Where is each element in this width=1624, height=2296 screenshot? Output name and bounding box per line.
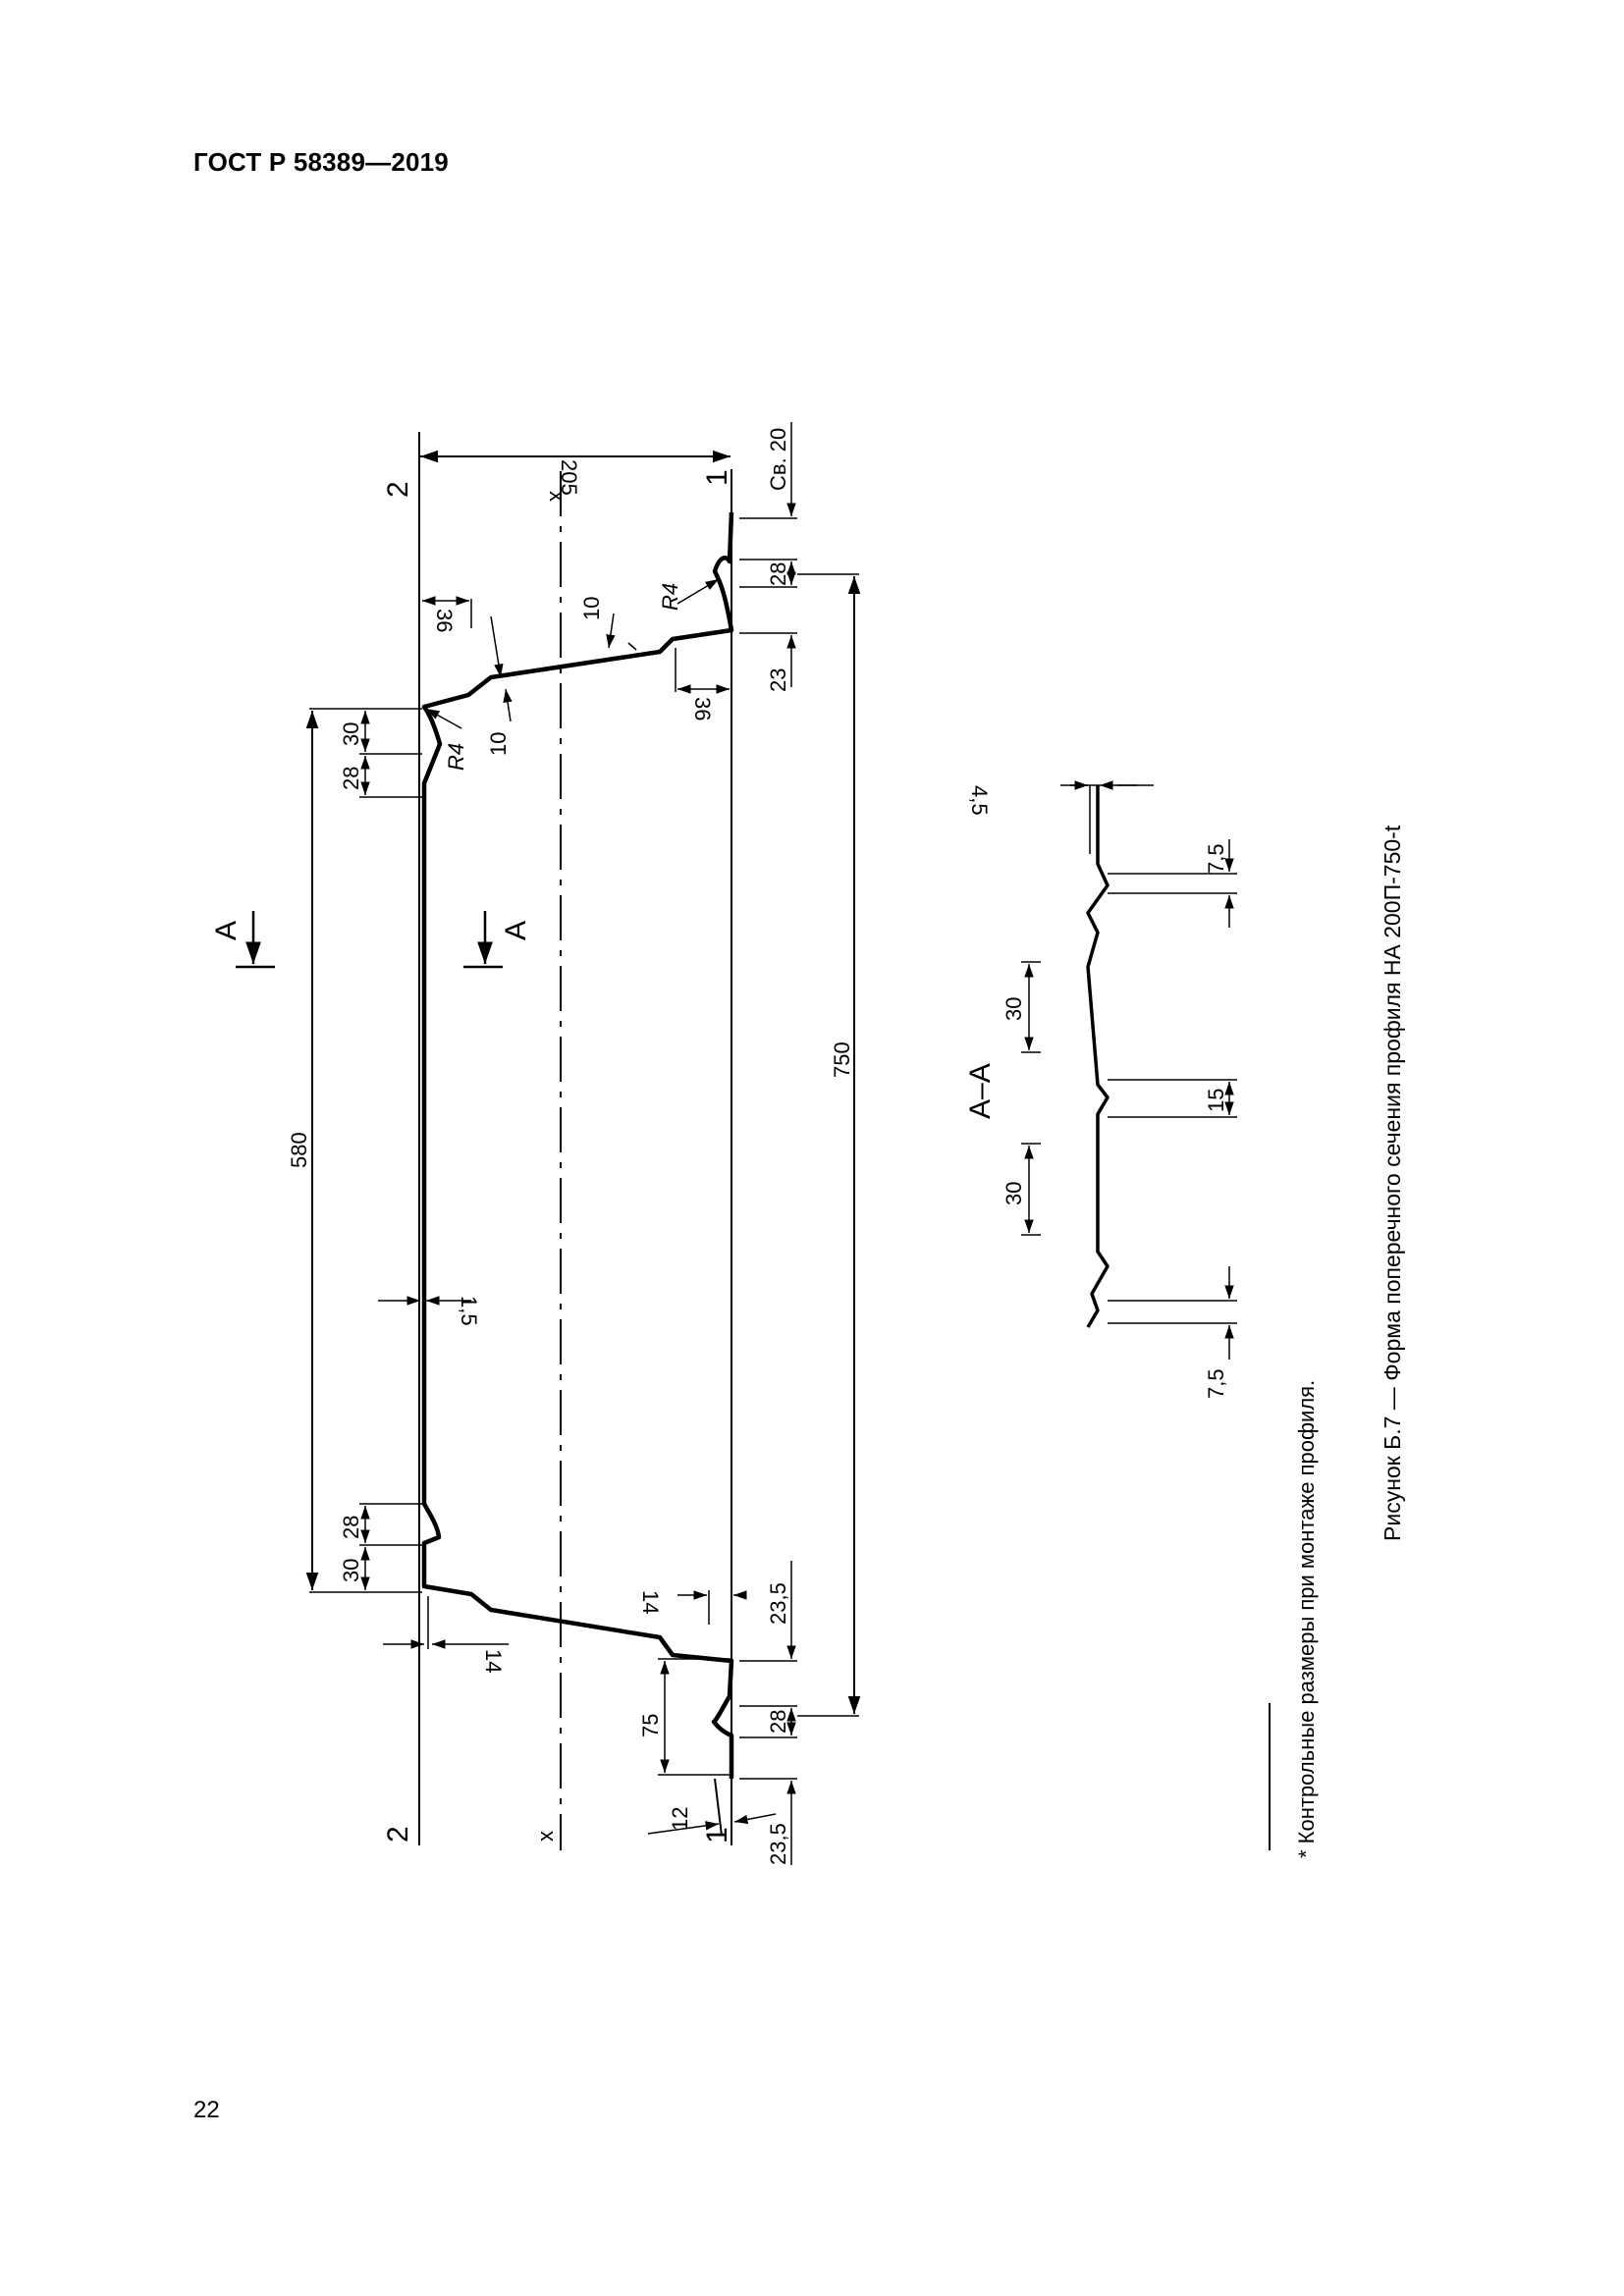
dim-1-5-text: 1,5	[457, 1296, 481, 1326]
dim-r4-top-text: R4	[658, 583, 682, 611]
section-title: А–А	[964, 1063, 997, 1119]
axis-label-top: x	[545, 491, 569, 502]
dim-75-text: 75	[638, 1714, 663, 1737]
dim-30-bottom-left-text: 30	[339, 1559, 363, 1582]
dim-36-top-left-text: 36	[432, 609, 457, 632]
dim-23-5-top-text: 23,5	[766, 1582, 790, 1625]
section-dim-4-5-text: 4,5	[967, 785, 992, 816]
dim-205-text: 205	[557, 459, 581, 496]
line-2-label-top: 2	[382, 481, 414, 498]
dim-28-top-right-text: 28	[766, 562, 790, 586]
dim-580-text: 580	[287, 1132, 311, 1168]
page-number: 22	[193, 2097, 220, 2123]
line-2-label-bottom: 2	[382, 1826, 414, 1842]
dim-30-top-left-text: 30	[339, 722, 363, 746]
section-dim-30-top-text: 30	[1001, 997, 1026, 1021]
line-1-label-top: 1	[701, 469, 733, 486]
section-aa-outline	[1086, 785, 1110, 1328]
line-1-label-bottom: 1	[701, 1827, 733, 1843]
profile-outline	[421, 511, 734, 1779]
document-header: ГОСТ Р 58389—2019	[193, 147, 449, 177]
dim-28-top-left-text: 28	[339, 767, 363, 790]
dim-r4-left-text: R4	[444, 743, 468, 771]
dim-23-text: 23	[766, 668, 790, 692]
dim-23-5-bottom-text: 23,5	[766, 1823, 790, 1865]
dim-10-upper-text: 10	[579, 597, 604, 620]
section-dim-30-bottom-text: 30	[1001, 1182, 1026, 1205]
figure-footnote: * Контрольные размеры при монтаже профил…	[1294, 1380, 1319, 1858]
section-marker-left-text: А	[210, 921, 243, 940]
section-marker-right-text: А	[500, 921, 532, 940]
section-dim-7-5-bottom-text: 7,5	[1204, 1368, 1228, 1399]
dim-36-top-right-text: 36	[690, 697, 715, 721]
dim-28-bottom-right-text: 28	[766, 1710, 790, 1734]
figure-caption: Рисунок Б.7 — Форма поперечного сечения …	[1380, 825, 1405, 1541]
dim-14-left-text: 14	[481, 1649, 506, 1673]
dim-sv20-text: Св. 20	[766, 428, 790, 491]
section-dim-7-5-top-text: 7,5	[1204, 843, 1228, 874]
dim-28-bottom-left-text: 28	[339, 1516, 363, 1539]
dim-14-right-text: 14	[638, 1590, 663, 1614]
dim-750-text: 750	[830, 1041, 854, 1078]
dim-10-lower-text: 10	[486, 732, 511, 756]
axis-label-bottom: x	[533, 1831, 558, 1842]
dim-12-text: 12	[668, 1807, 692, 1831]
section-dim-15-text: 15	[1204, 1089, 1228, 1112]
